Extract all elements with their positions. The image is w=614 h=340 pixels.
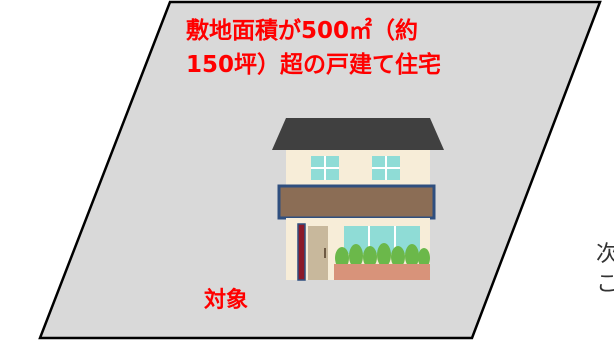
- house-shrubs: [335, 243, 430, 269]
- cut-off-text-line1: 次: [596, 242, 614, 267]
- house-roof: [272, 118, 444, 150]
- lot-title: 敷地面積が500㎡（約 150坪）超の戸建て住宅: [186, 14, 566, 82]
- house-upper-wall: [286, 150, 430, 186]
- house-illustration: [272, 118, 444, 281]
- house-middle-band: [277, 184, 436, 220]
- house-door: [308, 226, 328, 280]
- lot-title-line1: 敷地面積が500㎡（約: [186, 18, 419, 44]
- cut-off-text-line2: こ: [596, 272, 614, 297]
- cut-off-text: 次 こ: [596, 240, 614, 300]
- target-label: 対象: [204, 288, 249, 313]
- house-planter: [334, 264, 430, 280]
- lot-title-line2: 150坪）超の戸建て住宅: [186, 52, 442, 78]
- house-entry-pillar: [297, 223, 306, 281]
